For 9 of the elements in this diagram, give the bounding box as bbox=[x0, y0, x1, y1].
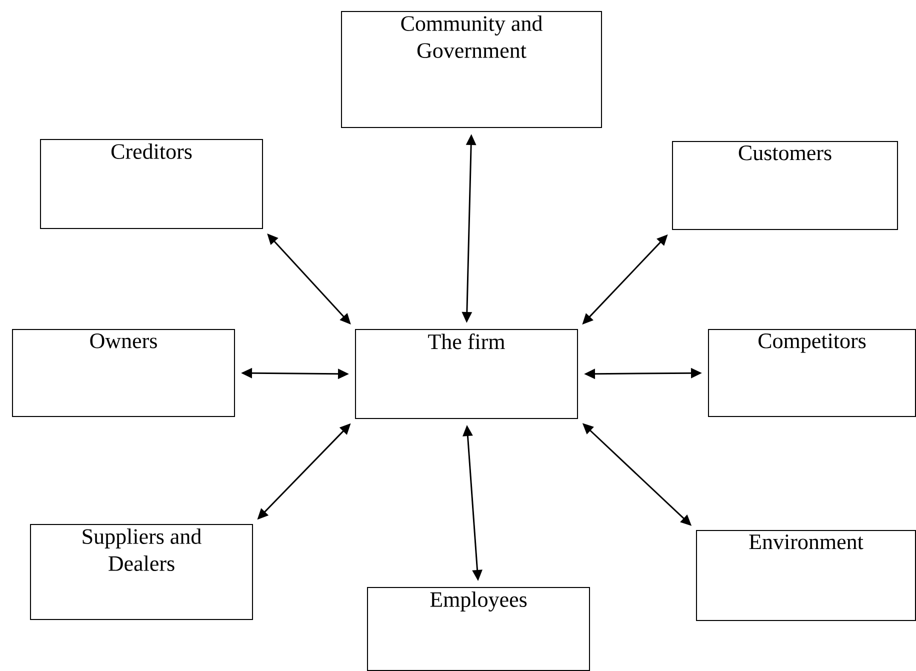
stakeholder-box: Owners bbox=[12, 329, 235, 417]
stakeholder-box: Employees bbox=[367, 587, 590, 671]
stakeholder-box: Community and Government bbox=[341, 11, 602, 128]
stakeholder-box: Creditors bbox=[40, 139, 263, 229]
stakeholder-box: The firm bbox=[355, 329, 578, 419]
stakeholder-box: Environment bbox=[696, 530, 916, 621]
stakeholder-box: Competitors bbox=[708, 329, 916, 417]
stakeholder-box: Customers bbox=[672, 141, 898, 230]
stakeholder-box: Suppliers and Dealers bbox=[30, 524, 253, 620]
